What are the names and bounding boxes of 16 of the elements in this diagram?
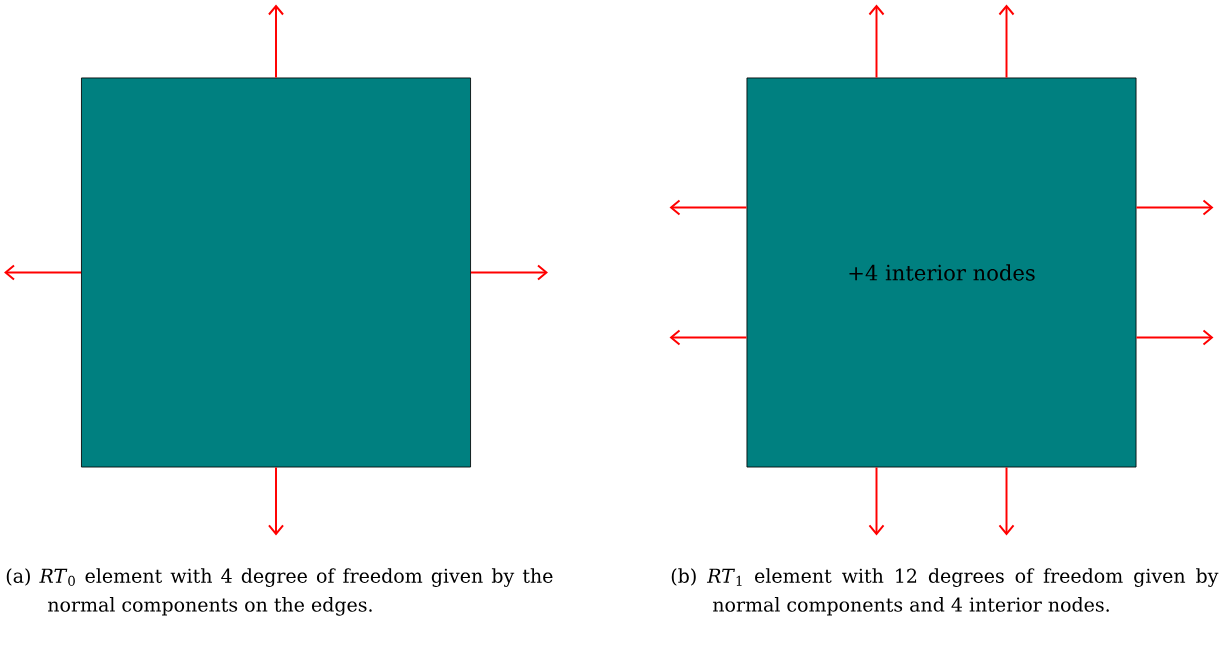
arrow <box>1135 329 1214 346</box>
figure-caption: (b) RT$_{1}$ element with 12 degrees of freedom given by normal components and 4 interior nodes. <box>671 568 1219 616</box>
arrow <box>268 4 285 79</box>
arrow <box>868 4 885 79</box>
arrow <box>470 264 548 281</box>
arrow <box>1135 199 1214 216</box>
arrow <box>268 466 285 536</box>
arrow <box>4 264 83 281</box>
figure-caption: (a) RT$_{0}$ element with 4 degree of freedom given by the normal components on the edges. <box>6 568 553 616</box>
arrow <box>998 466 1015 536</box>
arrow <box>998 4 1015 79</box>
element-square: +4 interior nodes <box>746 77 1137 468</box>
arrow <box>669 199 748 216</box>
arrow <box>868 466 885 536</box>
arrow <box>669 329 748 346</box>
element-square <box>81 77 471 468</box>
